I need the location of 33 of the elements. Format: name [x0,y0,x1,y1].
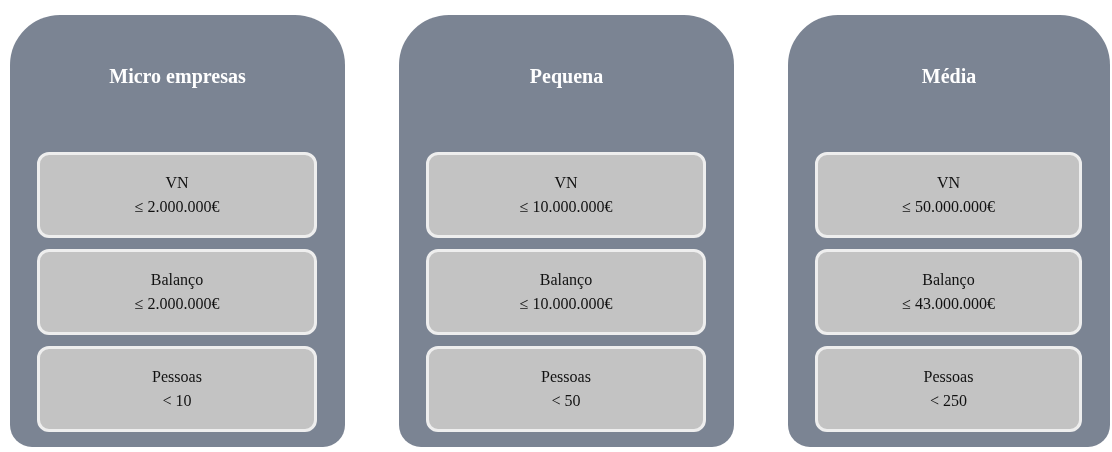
criterion-box [37,346,317,432]
criterion-box [426,346,706,432]
criterion-name: Balanço [922,270,975,291]
criterion-value: ≤ 2.000.000€ [134,197,220,217]
criterion-value: < 10 [162,391,192,411]
criterion-name: Pessoas [541,367,591,387]
criterion-value: ≤ 10.000.000€ [519,197,613,217]
criterion-name: VN [936,173,961,193]
category-panel [788,15,1110,447]
criterion-box [815,249,1082,335]
panel-title: Média [920,65,978,88]
category-panel [10,15,345,447]
criterion-value: ≤ 43.000.000€ [902,294,995,314]
criterion-value: ≤ 10.000.000€ [519,294,613,314]
criterion-box [815,152,1082,238]
criterion-name: Balanço [539,270,593,291]
criterion-box [426,249,706,335]
criterion-value: ≤ 2.000.000€ [134,294,220,314]
criterion-value: < 50 [551,391,581,411]
criterion-box [37,152,317,238]
criterion-name: Pessoas [923,367,974,387]
panel-title: Pequena [528,65,605,88]
category-panel [399,15,734,447]
criterion-box [37,249,317,335]
criterion-value: ≤ 50.000.000€ [902,197,995,217]
criterion-name: Pessoas [152,367,202,387]
panel-title: Micro empresas [108,65,247,88]
criterion-value: < 250 [930,391,967,411]
criterion-box [426,152,706,238]
criterion-name: VN [165,173,189,193]
criterion-name: VN [554,173,578,193]
criterion-name: Balanço [150,270,204,291]
criterion-box [815,346,1082,432]
